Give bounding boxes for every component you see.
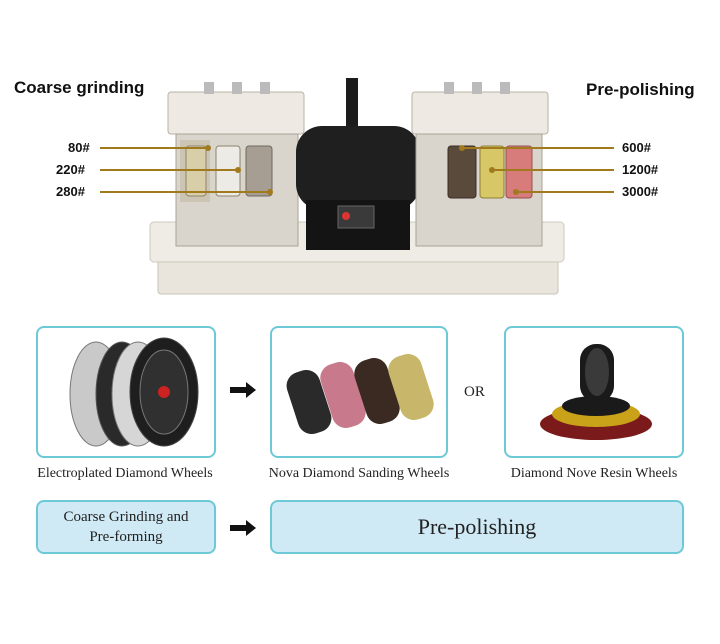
left-section-heading: Coarse grinding bbox=[14, 78, 145, 97]
resin-wheels-card bbox=[504, 326, 684, 458]
arrow-right-icon bbox=[228, 380, 258, 405]
sanding-wheels-caption: Nova Diamond Sanding Wheels bbox=[268, 466, 450, 481]
right-section-heading: Pre-polishing bbox=[586, 80, 695, 99]
arrow-right-icon bbox=[228, 518, 258, 543]
left-grit-label: 280# bbox=[56, 184, 85, 199]
sanding-wheels-image bbox=[286, 354, 434, 435]
or-separator: OR bbox=[464, 384, 485, 400]
electroplated-wheels-card bbox=[36, 326, 216, 458]
pre-polishing-stage-label: Pre-polishing bbox=[417, 514, 537, 539]
sanding-wheels-card bbox=[270, 326, 448, 458]
left-grit-label: 220# bbox=[56, 162, 85, 177]
left-grit-label: 80# bbox=[68, 140, 90, 155]
coarse-grinding-stage-label: Coarse Grinding and Pre-forming bbox=[63, 509, 189, 545]
polishing-machine-illustration bbox=[100, 78, 614, 295]
resin-wheels-image bbox=[540, 344, 652, 440]
electroplated-wheels-image bbox=[69, 337, 199, 447]
right-grit-label: 600# bbox=[622, 140, 651, 155]
pre-polishing-stage-box: Pre-polishing bbox=[270, 500, 684, 554]
right-grit-label: 3000# bbox=[622, 184, 659, 199]
coarse-grinding-stage-box: Coarse Grinding and Pre-forming bbox=[36, 500, 216, 554]
electroplated-wheels-caption: Electroplated Diamond Wheels bbox=[37, 466, 213, 481]
right-grit-label: 1200# bbox=[622, 162, 659, 177]
resin-wheels-caption: Diamond Nove Resin Wheels bbox=[510, 466, 678, 481]
